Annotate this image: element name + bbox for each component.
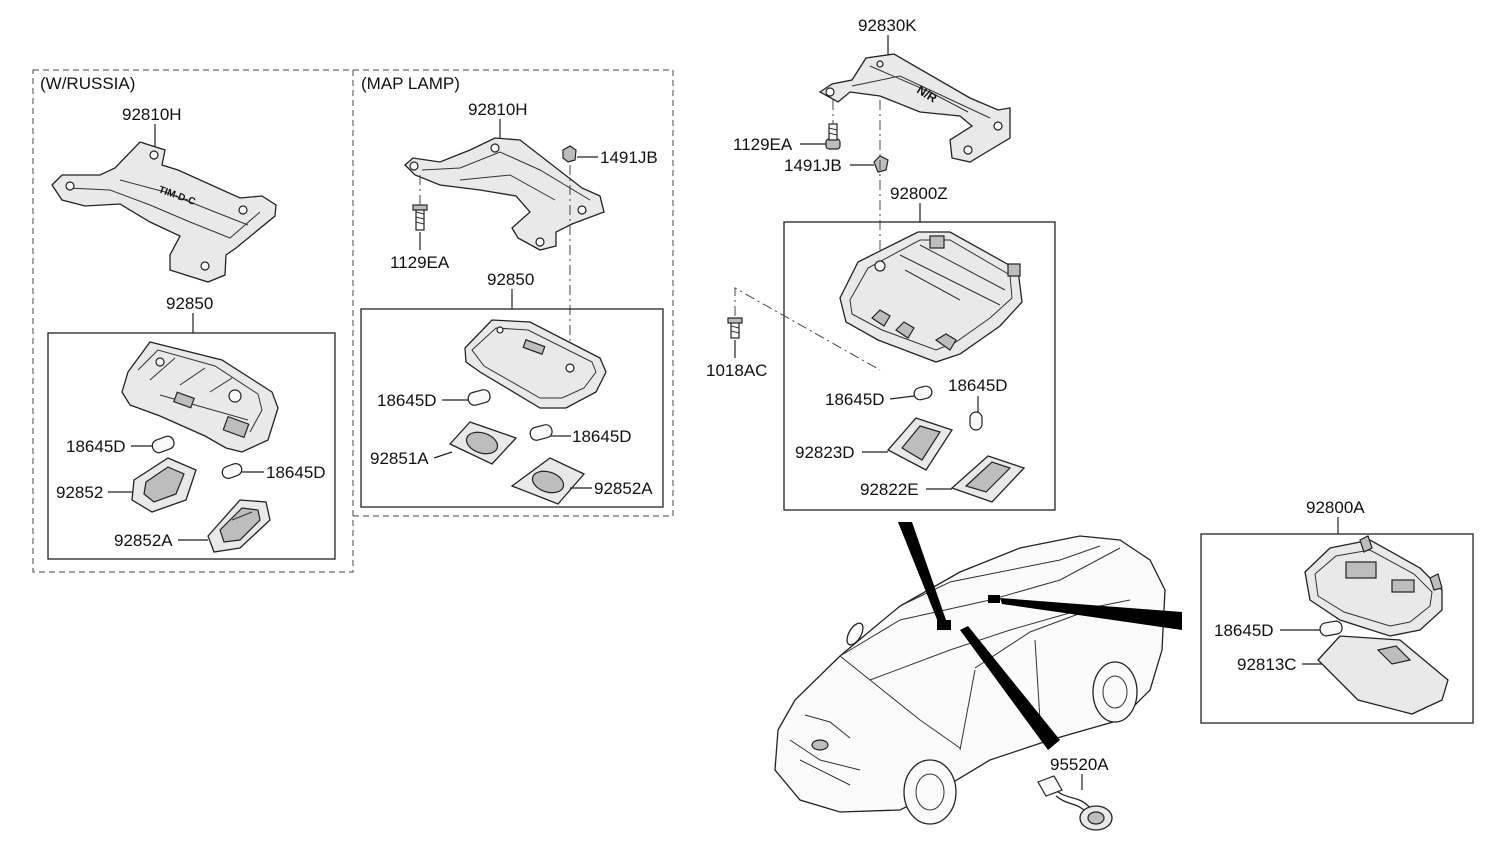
map-lens-2-label: 92852A (594, 479, 653, 498)
section-map-lamp: (MAP LAMP) 92810H 1491JB 1129EA (353, 69, 674, 517)
w-russia-bulb-2-label: 18645D (266, 463, 326, 482)
overhead-bulb-2-label: 18645D (948, 376, 1008, 395)
map-clip (562, 145, 577, 163)
pointer-to-room-lamp (1000, 598, 1182, 630)
w-russia-lamp-box (47, 332, 336, 560)
connector-part (1037, 775, 1113, 831)
overhead-lens-2-label: 92822E (860, 480, 919, 499)
room-lens (1317, 635, 1449, 715)
w-russia-lens-2-label: 92852A (114, 531, 173, 550)
room-lamp-box (1200, 533, 1474, 724)
w-russia-lens-2 (207, 499, 271, 553)
pointer-to-overhead (898, 522, 946, 622)
pointer-to-connector (960, 626, 1060, 750)
overhead-lens-1-label: 92823D (795, 443, 855, 462)
map-lens-2 (510, 457, 586, 505)
overhead-console-box (783, 221, 1056, 511)
w-russia-dashed-frame (32, 69, 354, 573)
map-bulb-1-label: 18645D (377, 391, 437, 410)
overhead-console-label: 92800Z (890, 184, 948, 203)
section-overhead-console: 92830K N/R 1129EA 1491JB 92800Z (706, 16, 1056, 511)
w-russia-lens-1-label: 92852 (56, 483, 103, 502)
map-bulb-1 (467, 389, 491, 406)
overhead-screw-label: 1129EA (733, 135, 793, 154)
overhead-screw-2 (727, 317, 743, 339)
overhead-clip (873, 155, 889, 173)
leader-line (889, 395, 915, 400)
map-bracket (404, 137, 605, 251)
map-bulb-2-label: 18645D (572, 427, 632, 446)
room-lens-label: 92813C (1237, 655, 1297, 674)
w-russia-bracket: TIM-D-C (51, 141, 277, 283)
map-lamp-title: (MAP LAMP) (361, 74, 460, 93)
front-wheel (903, 759, 957, 825)
overhead-screw (825, 123, 841, 150)
w-russia-bulb-2 (221, 463, 243, 479)
room-bulb (1319, 620, 1343, 637)
front-lamp-marker (937, 620, 951, 630)
rear-wheel (1092, 661, 1138, 723)
room-bulb-label: 18645D (1214, 621, 1274, 640)
car-illustration (774, 522, 1182, 825)
section-w-russia: (W/RUSSIA) 92810H TIM-D-C 92850 1 (32, 69, 354, 573)
overhead-console-assembly (839, 231, 1023, 363)
room-lamp-label: 92800A (1306, 498, 1365, 517)
connector-label: 95520A (1050, 755, 1109, 774)
overhead-bulb-1-label: 18645D (825, 390, 885, 409)
map-screw-label: 1129EA (390, 253, 450, 272)
map-bulb-2 (529, 424, 553, 441)
w-russia-lamp-assembly (121, 341, 279, 453)
section-room-lamp: 92800A 18645D 92813C (1200, 498, 1474, 724)
map-clip-label: 1491JB (600, 148, 658, 167)
w-russia-lamp-label: 92850 (166, 294, 213, 313)
rear-lamp-marker (988, 595, 1000, 603)
overhead-bracket: N/R (818, 53, 1011, 163)
overhead-bulb-2 (969, 411, 983, 431)
w-russia-title: (W/RUSSIA) (40, 74, 135, 93)
map-lens-1-label: 92851A (370, 449, 429, 468)
map-lamp-dashed-frame (353, 69, 674, 517)
map-bracket-label: 92810H (468, 100, 528, 119)
w-russia-bulb-1 (151, 435, 175, 454)
w-russia-bracket-label: 92810H (122, 105, 182, 124)
leader-line (433, 451, 453, 459)
room-lamp-housing (1304, 535, 1443, 637)
overhead-lens-2 (950, 455, 1026, 503)
section-connector: 95520A (1037, 755, 1113, 831)
w-russia-bulb-1-label: 18645D (66, 437, 126, 456)
overhead-bulb-1 (913, 385, 933, 401)
centerline (734, 287, 881, 371)
map-lamp-label: 92850 (487, 270, 534, 289)
overhead-lens-1 (886, 417, 954, 471)
map-screw (412, 204, 428, 231)
map-lens-1 (448, 421, 518, 465)
overhead-screw-2-label: 1018AC (706, 361, 767, 380)
w-russia-lens-1 (131, 457, 197, 513)
map-lamp-housing (464, 319, 607, 409)
overhead-bracket-label: 92830K (858, 16, 917, 35)
map-lamp-box (360, 308, 664, 508)
overhead-clip-label: 1491JB (784, 156, 842, 175)
